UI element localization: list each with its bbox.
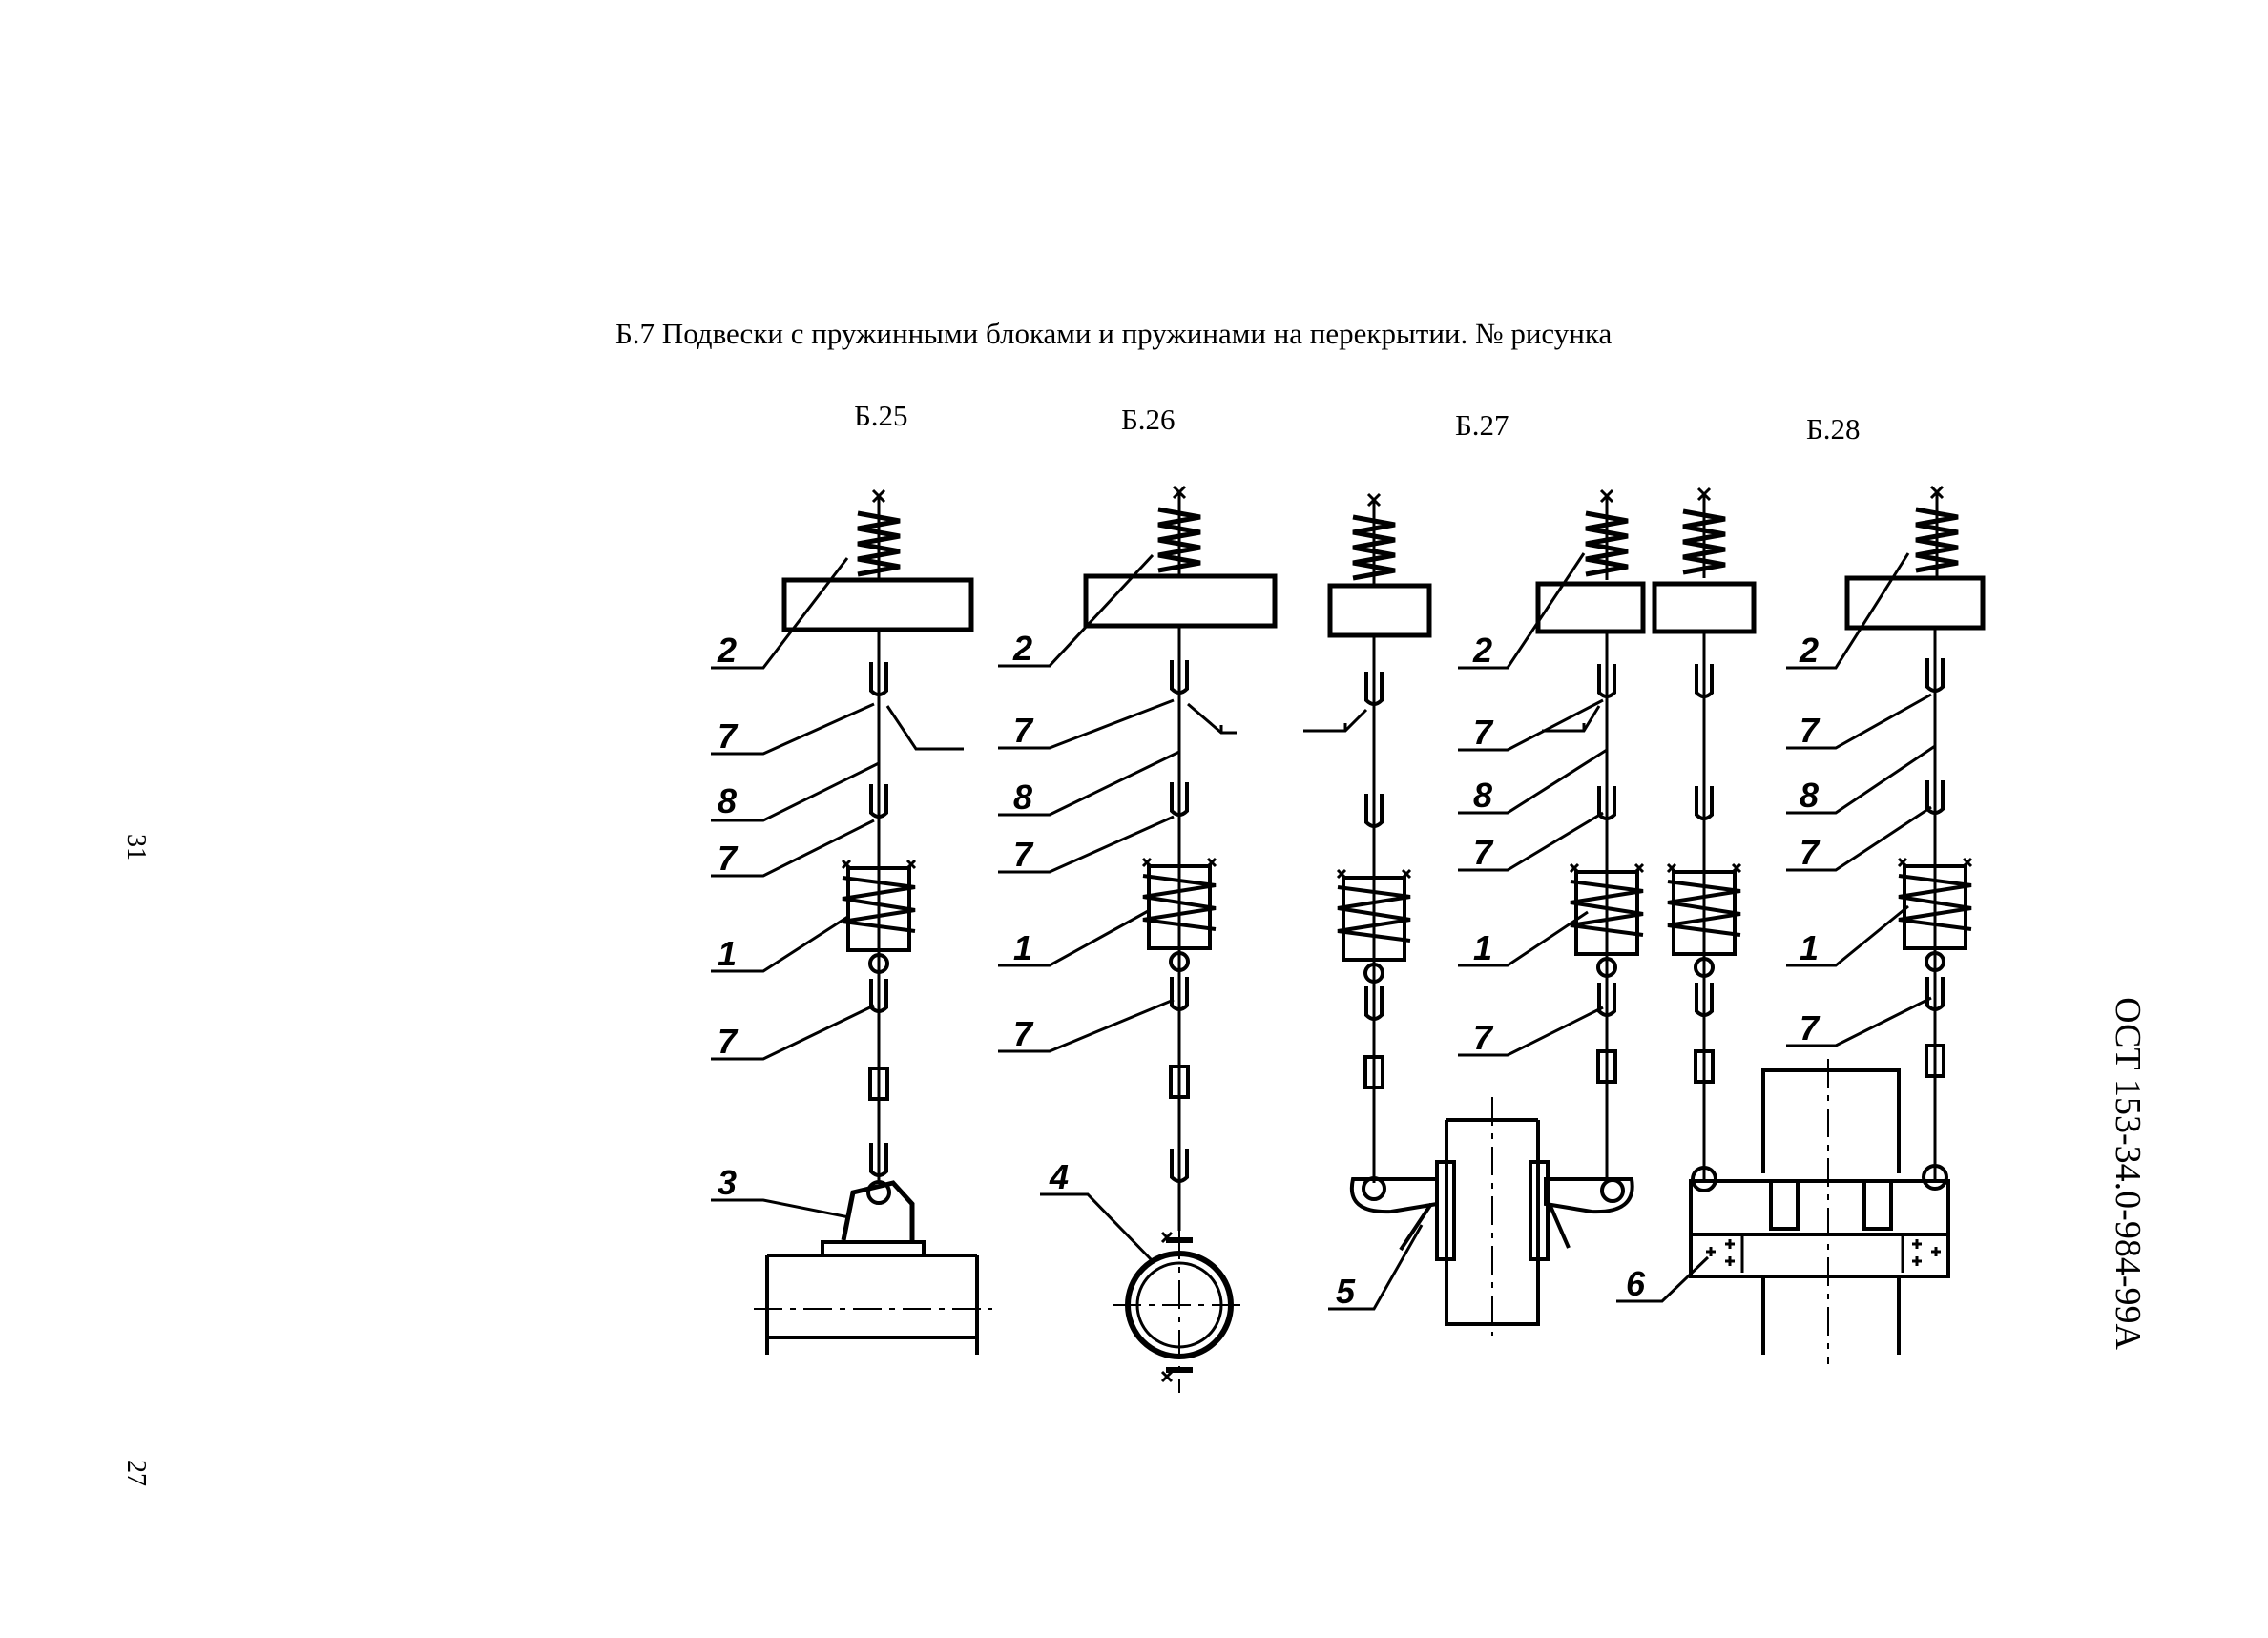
callout-7-b27-a: 7: [1473, 713, 1494, 752]
callout-7-b26-b: 7: [1013, 835, 1034, 874]
callout-1-b27: 1: [1473, 928, 1492, 967]
callout-8-b28: 8: [1800, 776, 1819, 815]
callout-7-b28-a: 7: [1800, 711, 1821, 750]
callout-7-b28-c: 7: [1800, 1008, 1821, 1047]
callout-7-b27-b: 7: [1473, 833, 1494, 872]
callout-8-b26: 8: [1013, 778, 1032, 817]
callout-7-b26-a: 7: [1013, 711, 1034, 750]
callout-7-b27-c: 7: [1473, 1018, 1494, 1057]
figure-label-b28: Б.28: [1806, 412, 1861, 446]
callout-1-b25: 1: [718, 934, 737, 973]
hanger-b26: [998, 487, 1278, 1393]
callout-2-b26: 2: [1012, 629, 1032, 668]
callout-2-b27: 2: [1472, 631, 1492, 670]
callout-2-b28: 2: [1799, 631, 1819, 670]
callout-5-b27: 5: [1336, 1272, 1356, 1311]
callout-7-b26-c: 7: [1013, 1014, 1034, 1053]
callout-1-b26: 1: [1013, 928, 1032, 967]
callout-4-b26: 4: [1049, 1157, 1069, 1196]
section-title: Б.7 Подвески с пружинными блоками и пруж…: [615, 317, 1613, 350]
hanger-b28: [1616, 487, 1986, 1364]
figure-label-b27: Б.27: [1455, 408, 1509, 442]
callout-7-b25-c: 7: [718, 1022, 739, 1061]
callout-8-b27: 8: [1473, 776, 1492, 815]
callout-8-b25: 8: [718, 781, 737, 820]
figure-label-b25: Б.25: [854, 399, 908, 432]
callout-7-b25-b: 7: [718, 839, 739, 878]
figure-label-b26: Б.26: [1121, 403, 1176, 436]
callout-6-b28: 6: [1626, 1264, 1646, 1303]
callout-1-b28: 1: [1800, 928, 1819, 967]
callout-7-b25-a: 7: [718, 716, 739, 756]
hanger-b25: [711, 490, 992, 1355]
callout-3-b25: 3: [718, 1163, 737, 1202]
callout-2-b25: 2: [717, 631, 737, 670]
hanger-b27: [1303, 490, 1646, 1336]
callout-7-b28-b: 7: [1800, 833, 1821, 872]
